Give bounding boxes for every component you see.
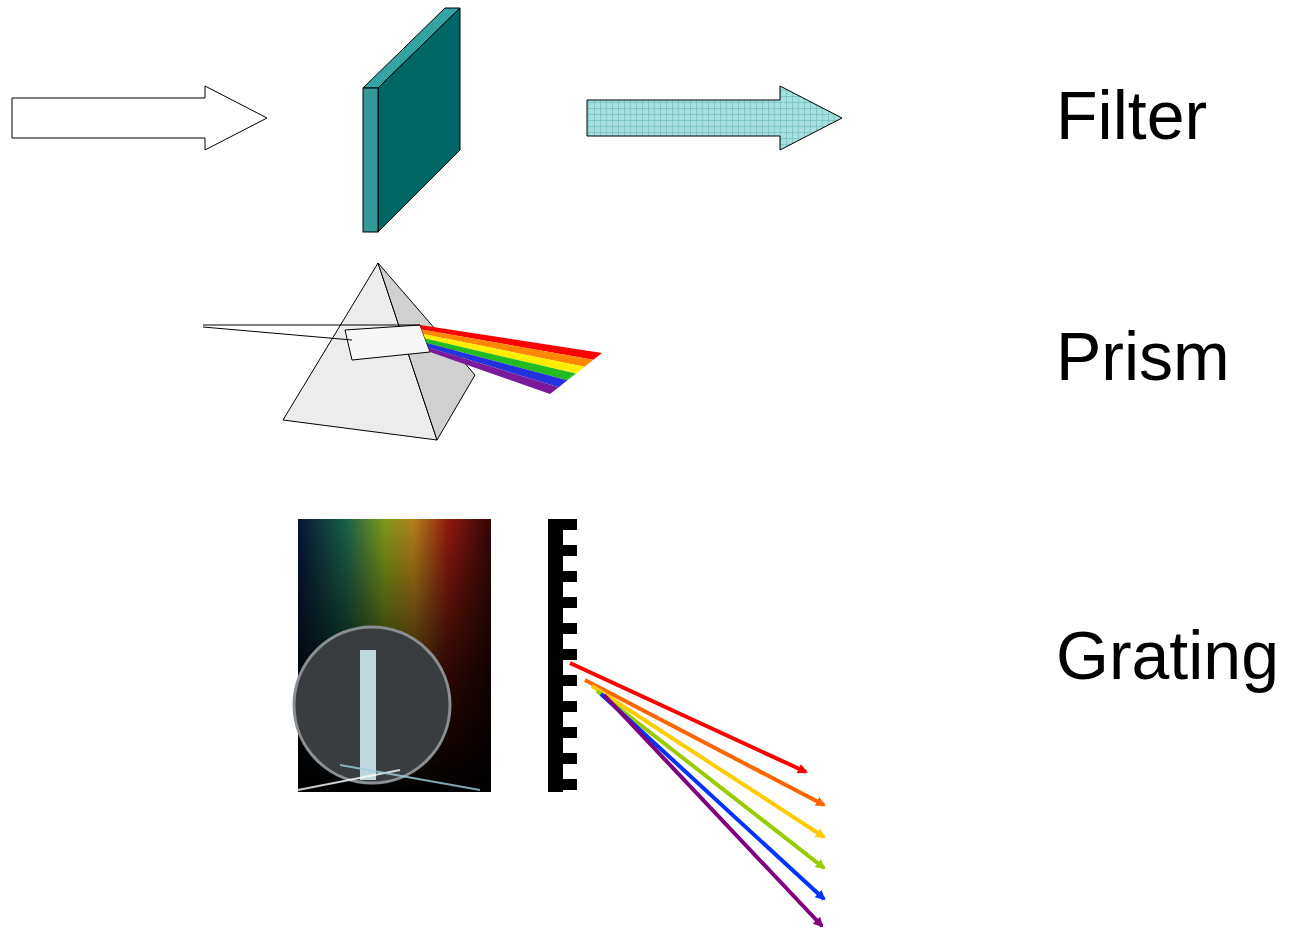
section-label: Filter	[1056, 75, 1207, 155]
section-label: Prism	[1056, 316, 1230, 396]
section-label: Grating	[1056, 615, 1279, 695]
